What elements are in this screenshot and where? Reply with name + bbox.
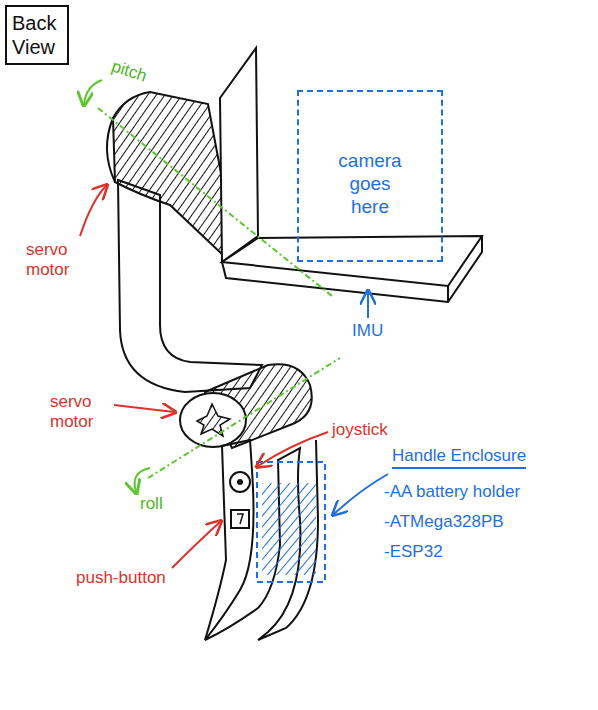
title-box: Back View	[5, 5, 69, 65]
node-text: camera goes here	[329, 150, 411, 218]
axis-label: roll	[140, 494, 163, 514]
part-label: servo motor	[50, 392, 110, 431]
contents-item: -ESP32	[384, 542, 443, 562]
contents-item: -ATMega328PB	[384, 512, 504, 532]
enclosure-heading: Handle Enclosure	[392, 446, 526, 469]
node-text: Back View	[12, 11, 62, 59]
contents-item: -AA battery holder	[384, 482, 520, 502]
part-label: servo motor	[26, 240, 86, 279]
part-label: IMU	[352, 321, 383, 341]
camera-placeholder: camera goes here	[297, 90, 443, 262]
part-label: push-button	[76, 568, 166, 588]
axis-label: pitch	[109, 56, 149, 86]
part-label: joystick	[332, 420, 388, 440]
